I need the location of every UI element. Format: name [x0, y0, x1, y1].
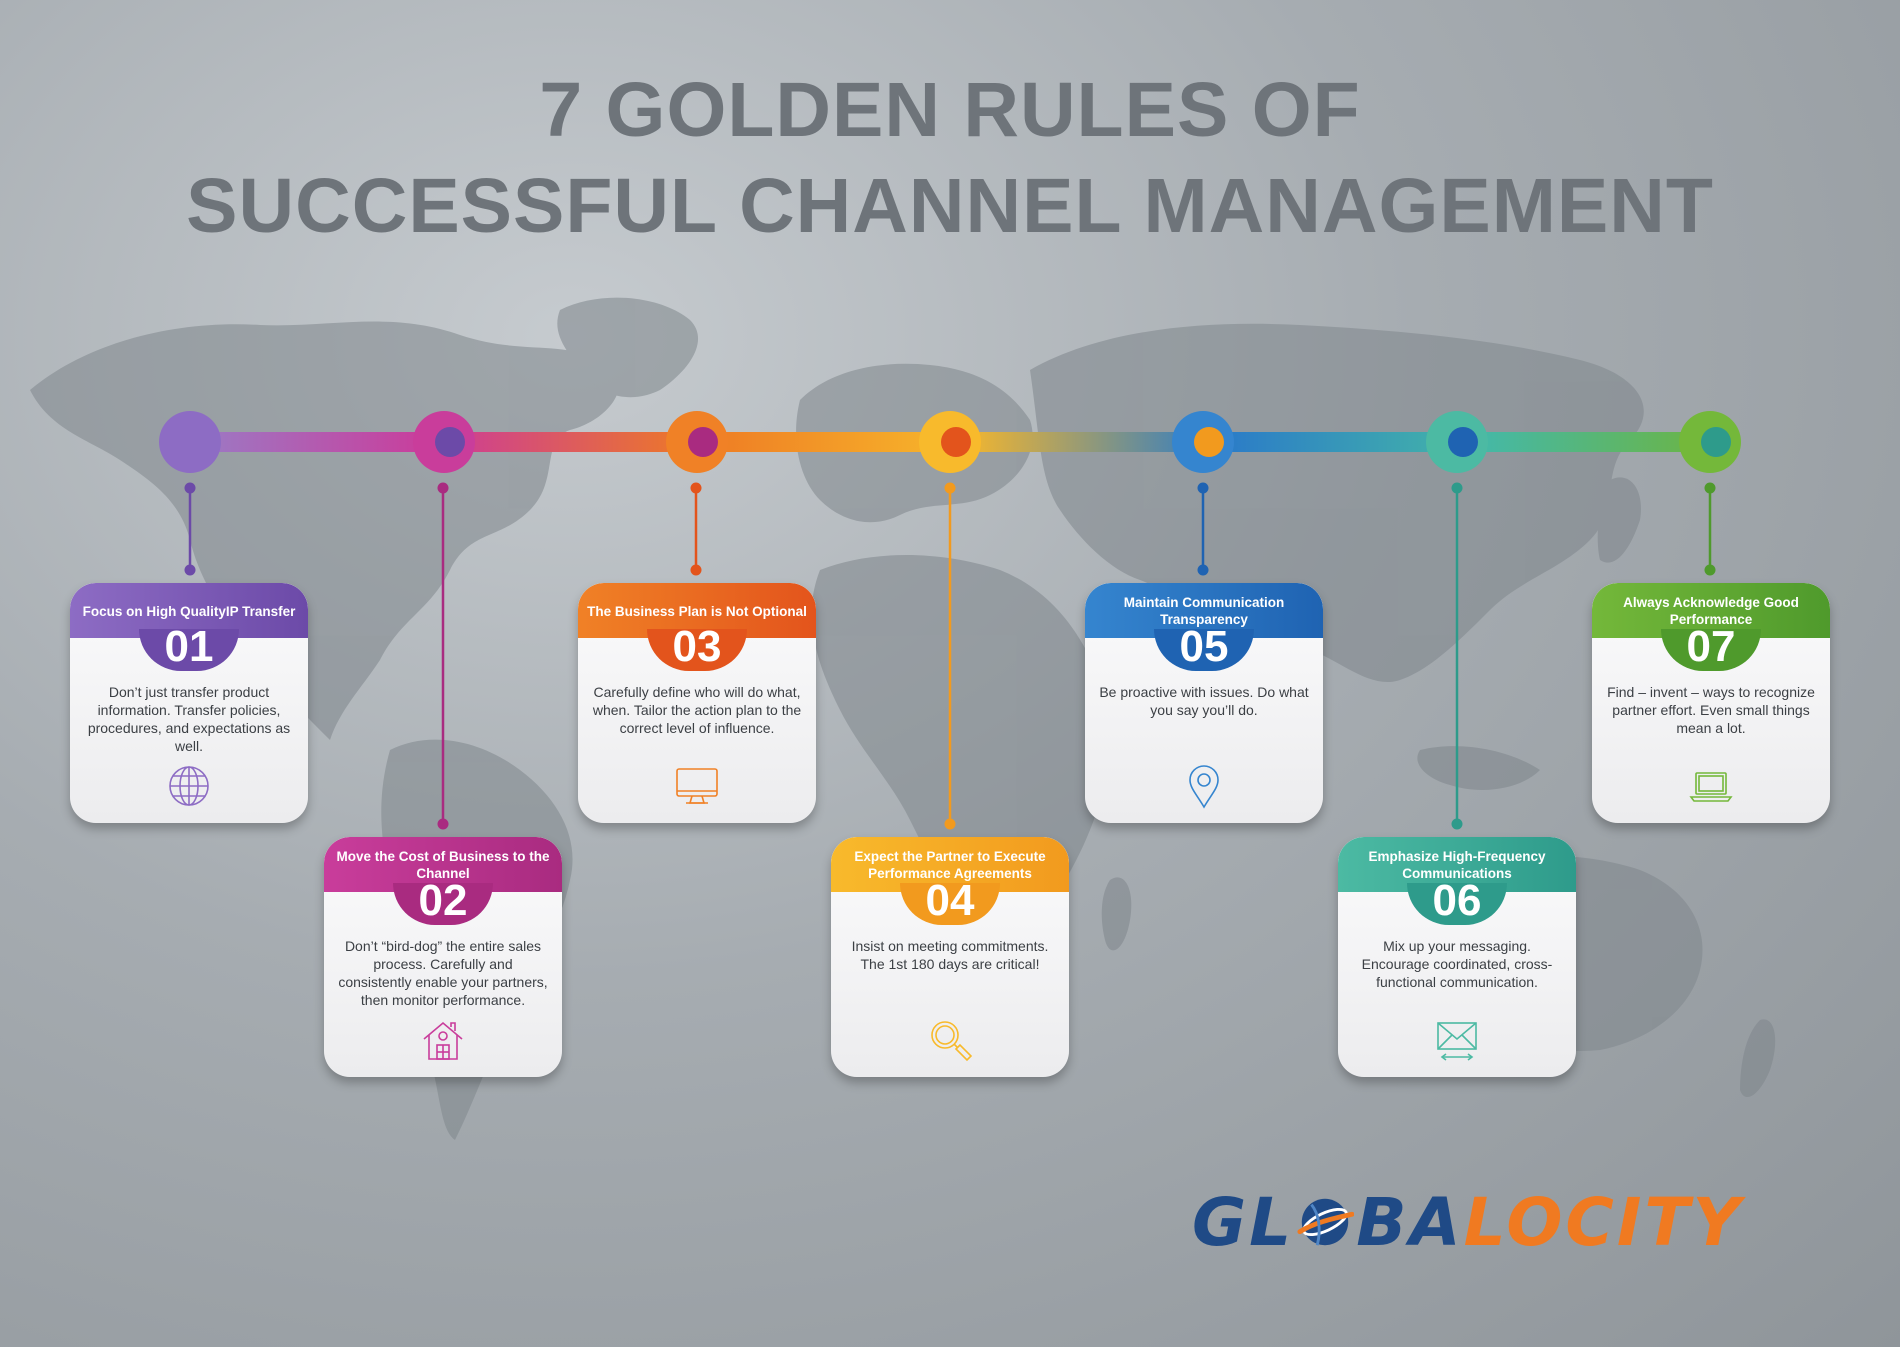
- envelope-icon: [1434, 1017, 1480, 1063]
- globalocity-logo[interactable]: GL BALOCITY: [1192, 1188, 1743, 1258]
- rule-card-05: Maintain Communication Transparency 05 B…: [1085, 583, 1323, 823]
- rule-title: Expect the Partner to Execute Performanc…: [854, 849, 1046, 881]
- laptop-icon: [1688, 763, 1734, 809]
- rule-title: Focus on High QualityIP Transfer: [82, 603, 296, 619]
- rule-description: Be proactive with issues. Do what you sa…: [1099, 684, 1309, 718]
- title-line-2: SUCCESSFUL CHANNEL MANAGEMENT: [186, 163, 1714, 249]
- rule-title: Emphasize High-Frequency Communications: [1368, 849, 1546, 881]
- rule-card-06: Emphasize High-Frequency Communications …: [1338, 837, 1576, 1077]
- rule-title: Move the Cost of Business to the Channel: [336, 849, 550, 881]
- rule-description: Don’t “bird-dog” the entire sales proces…: [338, 938, 548, 1008]
- rule-header: [70, 583, 308, 638]
- globe-swoosh-icon: [1296, 1193, 1355, 1251]
- rule-title: Maintain Communication Transparency: [1123, 595, 1285, 627]
- rule-number: 03: [672, 622, 722, 671]
- rule-header: [1592, 583, 1830, 638]
- rule-header: [831, 837, 1069, 892]
- rule-number: 04: [925, 876, 975, 925]
- rule-description: Find – invent – ways to recognize partne…: [1607, 684, 1815, 736]
- rule-description: Insist on meeting commitments. The 1st 1…: [851, 938, 1049, 972]
- rule-card-02: Move the Cost of Business to the Channel…: [324, 837, 562, 1077]
- rule-number: 06: [1432, 876, 1482, 925]
- rule-number: 01: [164, 622, 214, 671]
- rule-description: Mix up your messaging. Encourage coordin…: [1361, 938, 1553, 990]
- rule-header: [1338, 837, 1576, 892]
- rule-number: 07: [1686, 622, 1736, 671]
- page-title: 7 GOLDEN RULES OF SUCCESSFUL CHANNEL MAN…: [0, 62, 1900, 254]
- rule-header: [1085, 583, 1323, 638]
- logo-text-part-2: BA: [1356, 1184, 1464, 1261]
- house-icon: [420, 1017, 466, 1063]
- rule-card-07: Always Acknowledge Good Performance 07 F…: [1592, 583, 1830, 823]
- logo-text-part-3: LOCITY: [1463, 1184, 1744, 1261]
- logo-text-part-1: GL: [1192, 1184, 1295, 1261]
- rule-header: [324, 837, 562, 892]
- rule-card-04: Expect the Partner to Execute Performanc…: [831, 837, 1069, 1077]
- rule-card-01: Focus on High QualityIP Transfer 01 Don’…: [70, 583, 308, 823]
- rule-title: Always Acknowledge Good Performance: [1623, 595, 1799, 627]
- globe-icon: [166, 763, 212, 809]
- monitor-icon: [674, 763, 720, 809]
- rule-number: 05: [1179, 622, 1229, 671]
- location-pin-icon: [1181, 763, 1227, 809]
- rule-header: [578, 583, 816, 638]
- rule-description: Carefully define who will do what, when.…: [592, 684, 802, 736]
- rule-number: 02: [418, 876, 468, 925]
- magnifier-icon: [927, 1017, 973, 1063]
- rule-description: Don’t just transfer product information.…: [87, 684, 291, 754]
- rule-title: The Business Plan is Not Optional: [587, 603, 807, 619]
- rule-card-03: The Business Plan is Not Optional 03 Car…: [578, 583, 816, 823]
- title-line-1: 7 GOLDEN RULES OF: [539, 67, 1361, 153]
